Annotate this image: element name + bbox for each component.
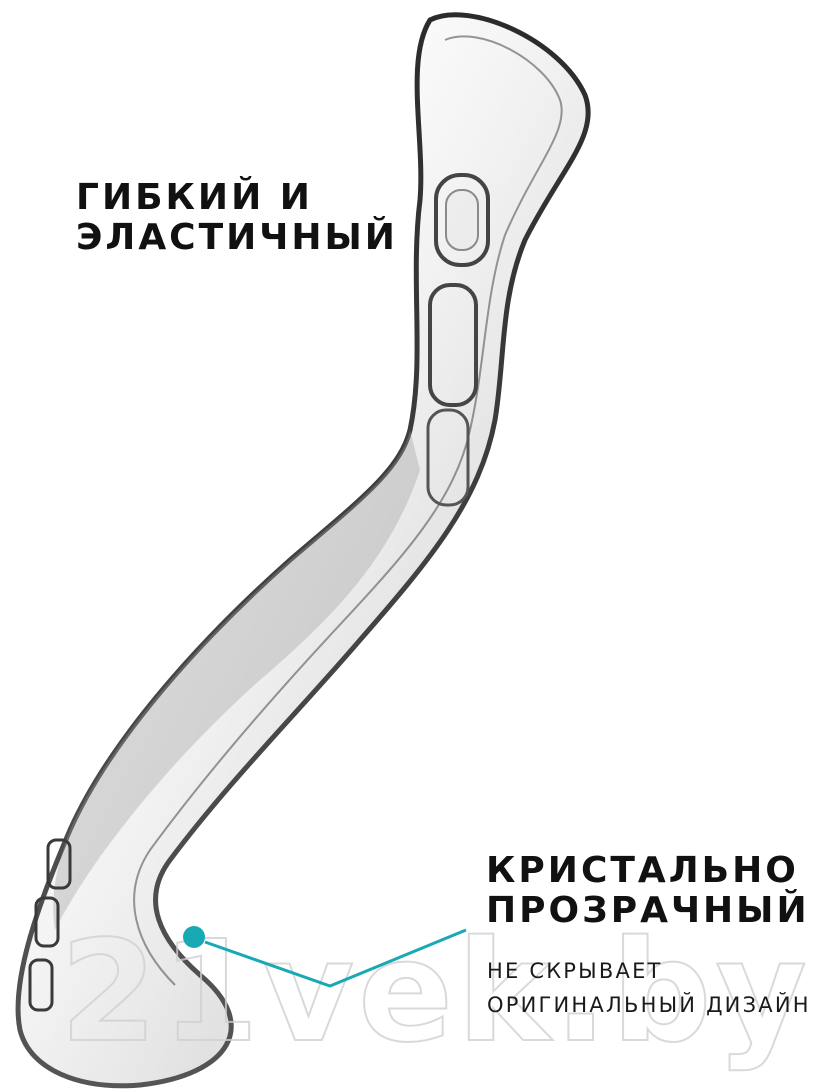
feature-flexible-heading: ГИБКИЙ И ЭЛАСТИЧНЫЙ [76, 177, 398, 259]
callout-dot [183, 926, 205, 948]
port-cutout-2 [34, 896, 60, 948]
feature-flexible-line-2: ЭЛАСТИЧНЫЙ [76, 217, 398, 259]
callout-pointer [183, 926, 467, 988]
feature-transparent-heading: КРИСТАЛЬНО ПРОЗРАЧНЫЙ [486, 850, 810, 932]
feature-transparent-description: НЕ СКРЫВАЕТ ОРИГИНАЛЬНЫЙ ДИЗАЙН [487, 955, 811, 1022]
power-button-bump [426, 408, 470, 507]
callout-line [204, 928, 467, 988]
feature-transparent-line-2: ПРОЗРАЧНЫЙ [486, 890, 810, 932]
case-inner-rim [133, 35, 563, 986]
case-body [15, 12, 591, 1089]
feature-transparent-desc-line-1: НЕ СКРЫВАЕТ [487, 959, 663, 983]
phone-case-image [15, 12, 591, 1089]
case-fold-shadow [53, 430, 420, 930]
volume-button-bump [428, 283, 478, 407]
feature-transparent-desc-line-2: ОРИГИНАЛЬНЫЙ ДИЗАЙН [487, 992, 811, 1017]
port-cutout-1 [46, 838, 72, 890]
feature-transparent-line-1: КРИСТАЛЬНО [486, 850, 799, 891]
port-cutout-3 [28, 958, 54, 1012]
camera-cutout [434, 173, 490, 267]
feature-flexible-line-1: ГИБКИЙ И [76, 177, 313, 218]
camera-cutout-inner [445, 189, 479, 251]
